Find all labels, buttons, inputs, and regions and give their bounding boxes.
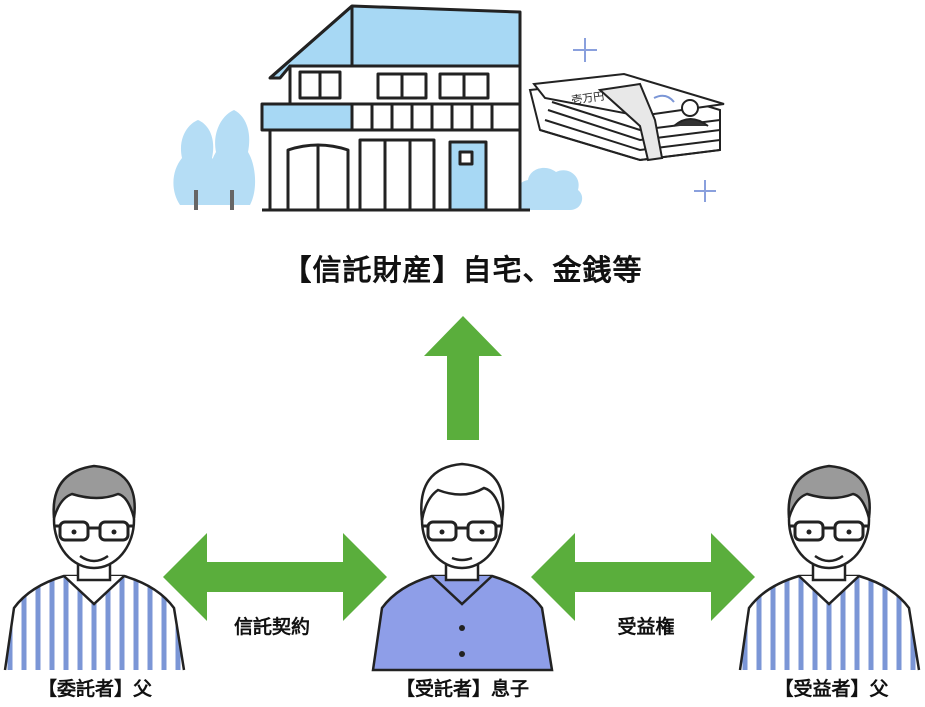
trustee-label: 【受託者】息子 xyxy=(395,678,529,700)
bush-icon xyxy=(515,167,583,210)
double-arrow-icon-left xyxy=(163,533,387,621)
trust-property-label: 【信託財産】自宅、金銭等 xyxy=(282,253,643,287)
settlor-father-figure xyxy=(3,464,186,671)
double-arrow-icon-right xyxy=(531,533,755,621)
money-band-text: 壱万円 xyxy=(570,89,605,107)
tree-icon xyxy=(173,110,256,210)
beneficiary-father-figure xyxy=(738,464,921,671)
money-bundle-icon xyxy=(528,72,725,162)
trust-contract-label: 信託契約 xyxy=(233,616,310,638)
settlor-label: 【委託者】父 xyxy=(37,678,152,700)
beneficial-right-label: 受益権 xyxy=(617,616,675,638)
arrow-up-icon xyxy=(424,316,502,440)
beneficiary-label: 【受益者】父 xyxy=(774,678,889,700)
house-icon xyxy=(260,4,530,212)
trust-property-illustration: 壱万円 xyxy=(173,4,725,212)
trustee-son-figure xyxy=(371,462,554,672)
sparkle-icon xyxy=(573,38,716,202)
